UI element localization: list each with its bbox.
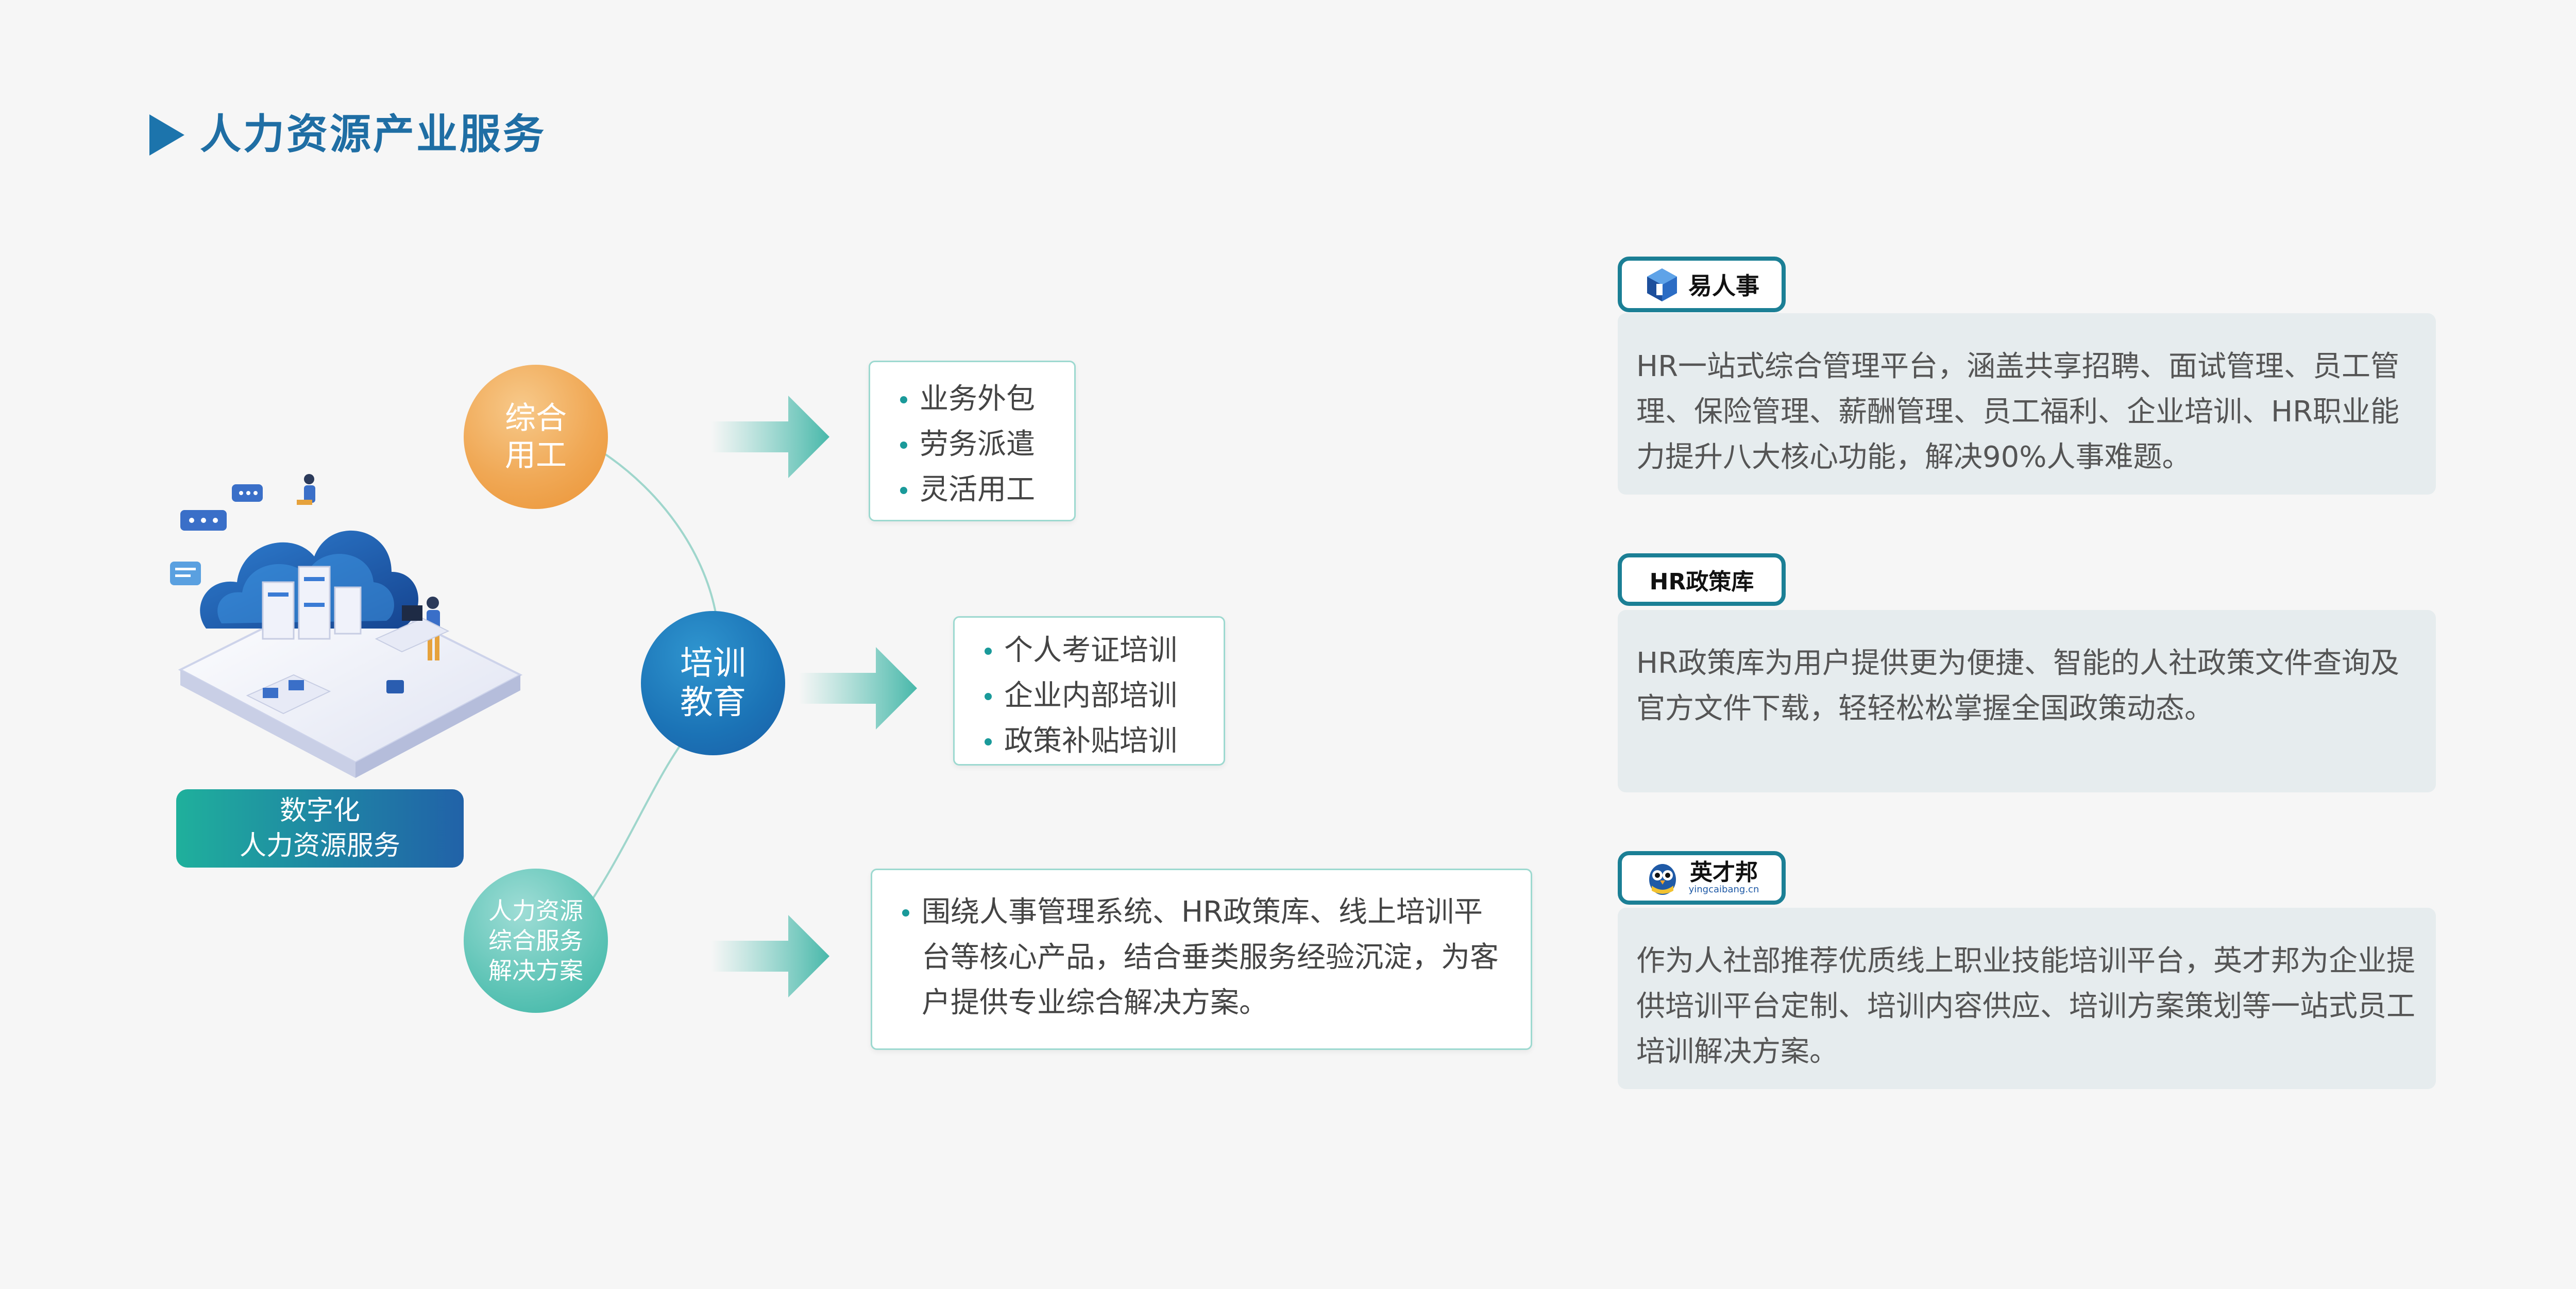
yingcaibang-logo: 英才邦 yingcaibang.cn: [1618, 851, 1786, 905]
hr-policy-logo-text: HR政策库: [1649, 569, 1754, 595]
label-line2: 人力资源服务: [239, 830, 400, 861]
comprehensive-employment-circle: 综合 用工: [464, 365, 608, 509]
training-list-box: 个人考证培训 企业内部培训 政策补贴培训: [953, 616, 1225, 766]
circle-orange-line2: 用工: [505, 437, 567, 473]
label-line1: 数字化: [279, 795, 360, 826]
page-title: 人力资源产业服务: [200, 110, 546, 158]
yirenshi-logo: 易人事: [1618, 257, 1786, 312]
arrow-right-icon: [711, 915, 829, 997]
solution-list-box: 围绕人事管理系统、HR政策库、线上培训平台等核心产品，结合垂类服务经验沉淀，为客…: [871, 869, 1532, 1050]
yirenshi-description: HR一站式综合管理平台，涵盖共享招聘、面试管理、员工管理、保险管理、薪酬管理、员…: [1618, 313, 2436, 495]
list-item: 劳务派遣: [891, 422, 1069, 467]
circle-teal-line3: 解决方案: [488, 957, 583, 985]
title-triangle-icon: [149, 114, 184, 156]
hr-policy-logo: HR政策库: [1618, 553, 1786, 606]
employment-list-box: 业务外包 劳务派遣 灵活用工: [869, 361, 1076, 521]
list-item: 个人考证培训: [975, 628, 1218, 673]
list-item: 业务外包: [891, 377, 1069, 422]
circle-teal-line2: 综合服务: [488, 927, 583, 955]
owl-icon: [1649, 864, 1676, 895]
arrow-right-icon: [711, 396, 829, 478]
digital-hr-service-label: 数字化 人力资源服务: [176, 789, 464, 868]
arrow-right-icon: [799, 647, 917, 730]
list-item: 政策补贴培训: [975, 719, 1218, 764]
circle-teal-line1: 人力资源: [488, 897, 583, 925]
yingcaibang-logo-text: 英才邦: [1689, 859, 1758, 886]
yirenshi-logo-text: 易人事: [1688, 272, 1759, 300]
cloud-office-illustration: [170, 474, 523, 778]
hr-policy-description: HR政策库为用户提供更为便捷、智能的人社政策文件查询及官方文件下载，轻轻松松掌握…: [1618, 610, 2436, 792]
yingcaibang-logo-url: yingcaibang.cn: [1688, 884, 1759, 895]
list-item: 灵活用工: [891, 467, 1069, 513]
list-item: 企业内部培训: [975, 673, 1218, 719]
circle-blue-line2: 教育: [680, 684, 746, 722]
circle-orange-line1: 综合: [505, 400, 567, 436]
list-item: 围绕人事管理系统、HR政策库、线上培训平台等核心产品，结合垂类服务经验沉淀，为客…: [893, 890, 1510, 1026]
circle-blue-line1: 培训: [680, 644, 746, 683]
training-education-circle: 培训 教育: [641, 611, 785, 755]
hr-solution-circle: 人力资源 综合服务 解决方案: [464, 869, 608, 1013]
yingcaibang-description: 作为人社部推荐优质线上职业技能培训平台，英才邦为企业提供培训平台定制、培训内容供…: [1618, 908, 2436, 1089]
yirenshi-cube-icon: [1647, 268, 1677, 301]
